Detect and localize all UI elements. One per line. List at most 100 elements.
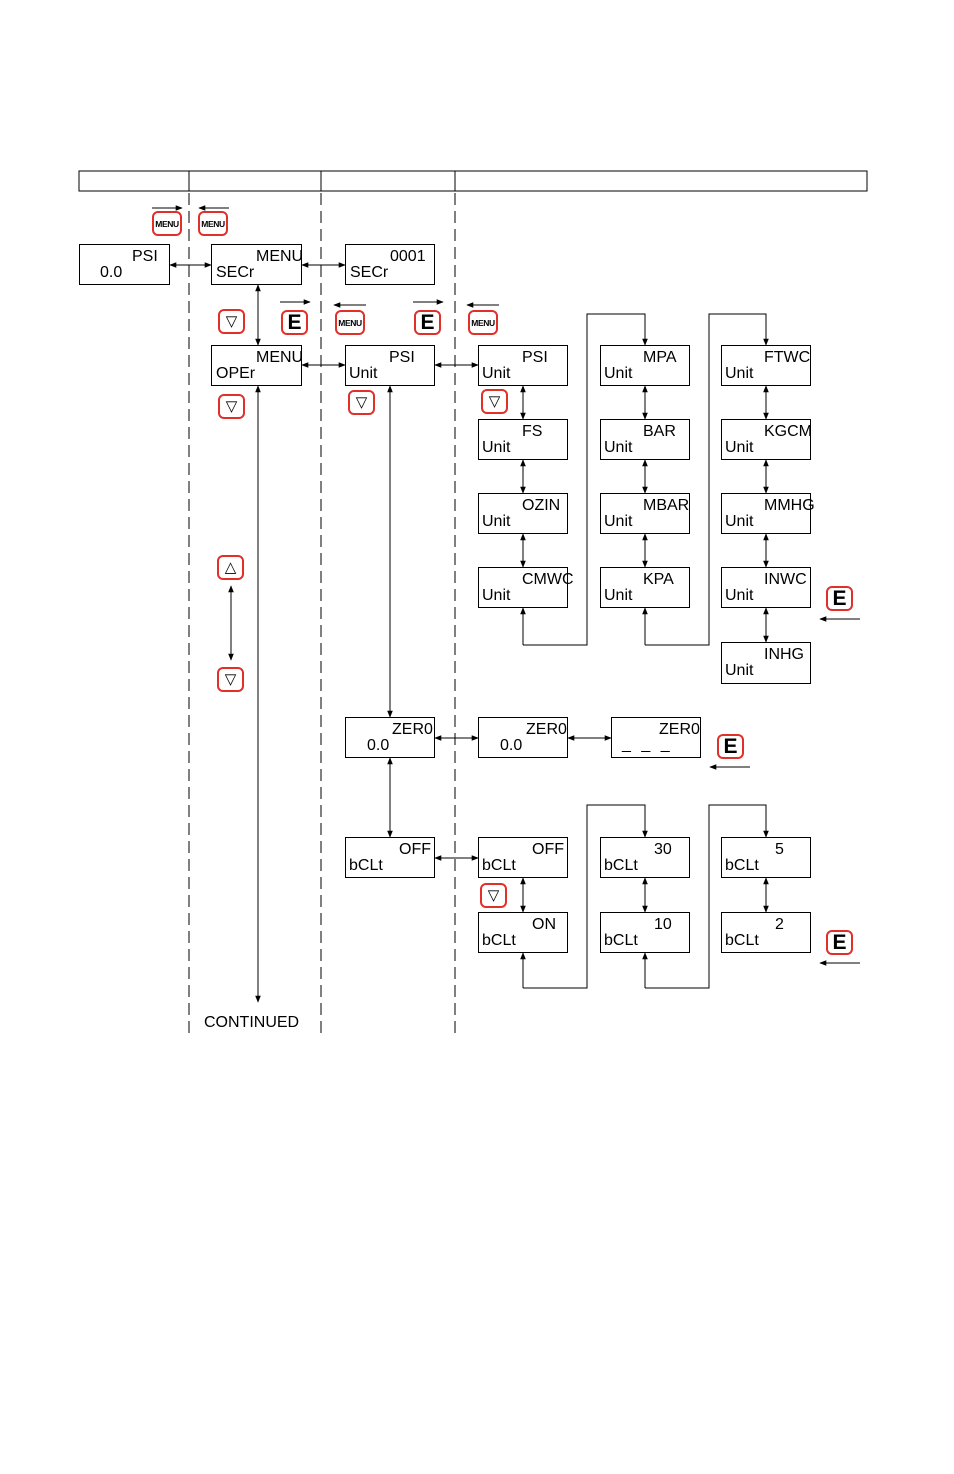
menu-key-icon: MENU [468,310,498,335]
display-zero-blank: ZER0 _ _ _ [611,717,701,758]
column-dividers [188,193,456,1033]
display-bottom-text: 0.0 [100,264,123,281]
display-bottom-text: bCLt [482,932,516,949]
display-top-text: PSI [389,349,415,366]
display-top-text: MPA [643,349,677,366]
display-unit-bar: BAR Unit [600,419,690,460]
down-key-label: ▽ [224,671,237,688]
down-key-label: ▽ [225,398,238,415]
display-bottom-text: Unit [725,365,754,382]
display-bottom-text: Unit [482,587,511,604]
display-sec-menu: MENU SECr [211,244,303,285]
display-bottom-text: Unit [725,587,754,604]
display-unit-fs: FS Unit [478,419,568,460]
menu-key-label: MENU [201,218,225,229]
enter-key-label: E [723,735,738,758]
display-bottom-text: bCLt [725,857,759,874]
display-top-text: ZER0 [392,721,433,738]
menu-key-label: MENU [155,218,179,229]
display-top-text: MMHG [764,497,815,514]
display-bclt-2: 2 bCLt [721,912,811,953]
display-unit-mpa: MPA Unit [600,345,690,386]
display-bottom-text: Unit [604,439,633,456]
down-key-icon: ▽ [218,309,245,334]
display-top-text: 5 [775,841,784,858]
display-top-text: ZER0 [526,721,567,738]
display-top-text: MBAR [643,497,690,514]
display-bclt-on: ON bCLt [478,912,568,953]
down-key-icon: ▽ [217,667,244,692]
display-bottom-text: Unit [604,513,633,530]
display-top-text: OZIN [522,497,561,514]
display-bottom-text: Unit [604,587,633,604]
display-unit-mbar: MBAR Unit [600,493,690,534]
display-top-text: FS [522,423,543,440]
display-top-text: KPA [643,571,674,588]
display-bottom-text: _ _ _ [622,736,673,753]
display-unit-ozin: OZIN Unit [478,493,568,534]
display-unit-cmwc: CMWC Unit [478,567,574,608]
display-bottom-text: bCLt [725,932,759,949]
display-top-text: PSI [522,349,548,366]
down-key-label: ▽ [355,394,368,411]
display-unit-psi-main: PSI Unit [345,345,435,386]
display-unit-psi: PSI Unit [478,345,568,386]
display-bottom-text: Unit [482,365,511,382]
display-top-text: PSI [132,248,158,265]
up-key-icon: △ [217,555,244,580]
menu-key-label: MENU [471,317,495,328]
display-unit-inwc: INWC Unit [721,567,811,608]
menu-key-icon: MENU [335,310,365,335]
display-top-text: ZER0 [659,721,700,738]
display-bottom-text: Unit [482,439,511,456]
continued-label: CONTINUED [204,1014,300,1031]
up-key-label: △ [224,559,237,576]
display-top-text: KGCM [764,423,812,440]
display-bclt-5: 5 bCLt [721,837,811,878]
display-top-text: 2 [775,916,784,933]
display-top-text: MENU [256,349,304,366]
display-top-text: 30 [654,841,672,858]
display-unit-mmhg: MMHG Unit [721,493,815,534]
display-bottom-text: Unit [349,365,378,382]
column-header-strip [78,170,868,192]
display-bottom-text: bCLt [482,857,516,874]
menu-key-icon: MENU [152,211,182,236]
display-top-text: OFF [399,841,431,858]
down-key-icon: ▽ [480,883,507,908]
down-key-label: ▽ [488,393,501,410]
display-zero-main: ZER0 0.0 [345,717,435,758]
display-bottom-text: 0.0 [500,737,523,754]
enter-key-label: E [287,311,302,334]
key-direction-arrows [152,205,860,966]
down-key-icon: ▽ [481,389,508,414]
display-top-text: 10 [654,916,672,933]
display-bclt-30: 30 bCLt [600,837,690,878]
enter-key-icon: E [826,930,853,955]
display-bottom-text: SECr [350,264,389,281]
display-bottom-text: SECr [216,264,255,281]
display-bottom-text: bCLt [604,857,638,874]
display-sec-code: 0001 SECr [345,244,435,285]
display-top-text: BAR [643,423,676,440]
display-bottom-text: Unit [725,439,754,456]
down-key-label: ▽ [225,313,238,330]
display-top-text: 0001 [390,248,426,265]
display-zero-value: ZER0 0.0 [478,717,568,758]
enter-key-icon: E [281,310,308,335]
enter-key-icon: E [717,734,744,759]
display-bottom-text: OPEr [216,365,256,382]
display-bottom-text: bCLt [349,857,383,874]
display-home-psi: PSI 0.0 [79,244,170,285]
display-unit-kpa: KPA Unit [600,567,690,608]
enter-key-icon: E [826,586,853,611]
enter-key-label: E [832,931,847,954]
display-top-text: INHG [764,646,804,663]
display-top-text: CMWC [522,571,574,588]
down-key-icon: ▽ [218,394,245,419]
display-bottom-text: Unit [482,513,511,530]
enter-key-icon: E [414,310,441,335]
menu-key-label: MENU [338,317,362,328]
display-unit-ftwc: FTWC Unit [721,345,811,386]
enter-key-label: E [832,587,847,610]
